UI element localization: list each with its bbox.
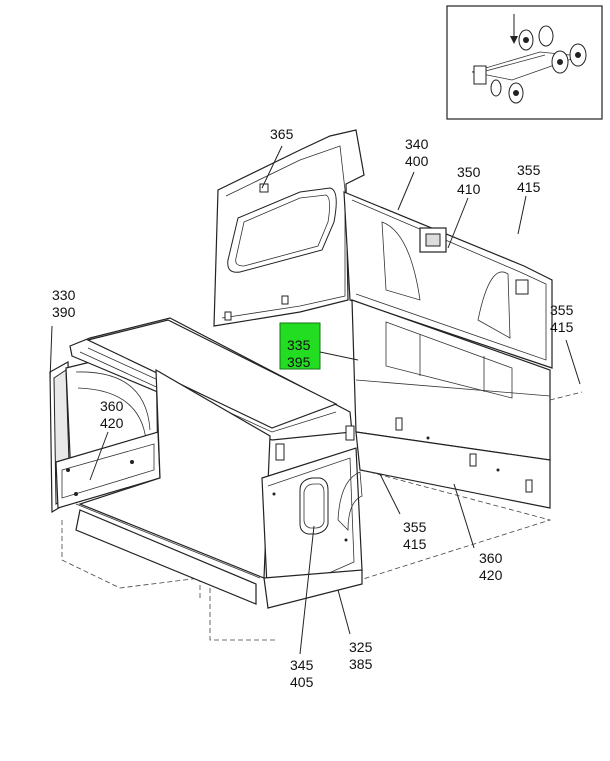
floor-outline: [61, 391, 583, 641]
callout-335: 335: [287, 337, 311, 353]
callout-360-right: 360: [479, 550, 503, 566]
callout-405: 405: [290, 674, 314, 690]
left-end-panel: [49, 345, 161, 514]
callout-345: 345: [290, 657, 314, 673]
callout-400: 400: [405, 153, 429, 169]
callout-355-top: 355: [517, 162, 541, 178]
callout-420-left: 420: [100, 415, 124, 431]
callout-340: 340: [405, 136, 429, 152]
callout-350: 350: [457, 164, 481, 180]
inset-locator: [446, 5, 603, 120]
callout-330: 330: [52, 287, 76, 303]
callout-420-right: 420: [479, 567, 503, 583]
callout-415-right: 415: [550, 319, 574, 335]
callout-415-bottom: 415: [403, 536, 427, 552]
rear-wall-upper-panel: [343, 191, 553, 369]
rear-wall-lower-panel: [351, 299, 551, 509]
seat-front-panel: [261, 447, 363, 609]
callout-360-left: 360: [100, 398, 124, 414]
highlight-box: [279, 322, 321, 370]
callout-labels: 365 340 400 350 410 355 415 355 415 330 …: [52, 126, 574, 690]
callout-395: 395: [287, 354, 311, 370]
callout-355-bottom: 355: [403, 519, 427, 535]
callout-390: 390: [52, 304, 76, 320]
callout-415-top: 415: [517, 179, 541, 195]
callout-365: 365: [270, 126, 294, 142]
leader-lines: [49, 145, 581, 655]
callout-325: 325: [349, 639, 373, 655]
callout-385: 385: [349, 656, 373, 672]
left-side-wall: [213, 129, 365, 327]
seat-box: [75, 368, 271, 605]
callout-410: 410: [457, 181, 481, 197]
seat-cushion: [69, 317, 355, 461]
callout-355-right: 355: [550, 302, 574, 318]
